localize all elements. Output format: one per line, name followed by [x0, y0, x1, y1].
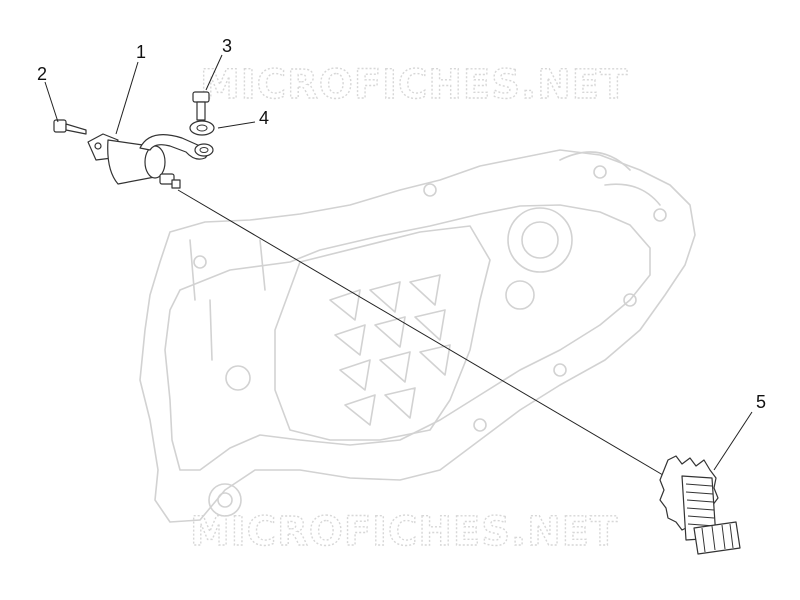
leader-1 — [115, 61, 139, 135]
watermark-bottom: MICROFICHES.NET — [190, 509, 618, 555]
screw-part-2 — [53, 119, 87, 135]
leader-3 — [205, 54, 223, 91]
callout-3: 3 — [222, 36, 232, 56]
leader-5 — [713, 411, 753, 471]
callout-2: 2 — [37, 64, 47, 84]
washer-part-4 — [189, 120, 215, 136]
starter-gear-part-5 — [659, 455, 741, 555]
callout-4: 4 — [259, 108, 269, 128]
starter-motor — [87, 133, 214, 189]
callout-5: 5 — [756, 392, 766, 412]
leader-4 — [217, 121, 256, 129]
watermark-top: MICROFICHES.NET — [200, 62, 628, 108]
assembly-line — [177, 189, 669, 479]
crankcase-housing-ghost — [139, 149, 696, 523]
leader-2 — [44, 81, 59, 123]
bolt-part-3 — [192, 91, 210, 121]
callout-1: 1 — [136, 42, 146, 62]
